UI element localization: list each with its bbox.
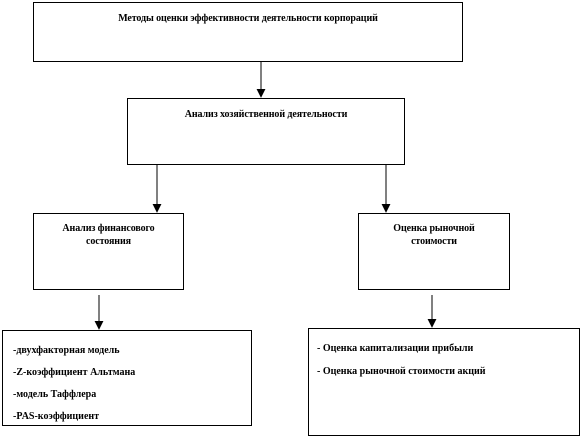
list-item: - Оценка капитализации прибыли <box>317 343 474 354</box>
root-method-box: Методы оценки эффективности деятельности… <box>33 2 463 62</box>
financial-state-title: Анализ финансового состояния <box>62 223 155 247</box>
market-value-title: Оценка рыночной стоимости <box>393 223 475 247</box>
economic-analysis-title: Анализ хозяйственной деятельности <box>184 109 348 120</box>
financial-state-box: Анализ финансового состояния <box>33 213 184 290</box>
economic-analysis-box: Анализ хозяйственной деятельности <box>127 98 405 165</box>
root-method-title: Методы оценки эффективности деятельности… <box>118 13 378 24</box>
financial-methods-box: -двухфакторная модель -Z-коэффициент Аль… <box>2 330 252 426</box>
market-methods-box: - Оценка капитализации прибыли - Оценка … <box>308 328 580 436</box>
market-methods-list: - Оценка капитализации прибыли - Оценка … <box>309 329 579 383</box>
list-item: -двухфакторная модель <box>13 345 120 356</box>
list-item: - Оценка рыночной стоимости акций <box>317 366 486 377</box>
financial-methods-list: -двухфакторная модель -Z-коэффициент Аль… <box>3 331 251 428</box>
list-item: -PAS-коэффициент <box>13 411 100 422</box>
list-item: -Z-коэффициент Альтмана <box>13 367 136 378</box>
list-item: -модель Таффлера <box>13 389 97 400</box>
market-value-box: Оценка рыночной стоимости <box>358 213 510 290</box>
